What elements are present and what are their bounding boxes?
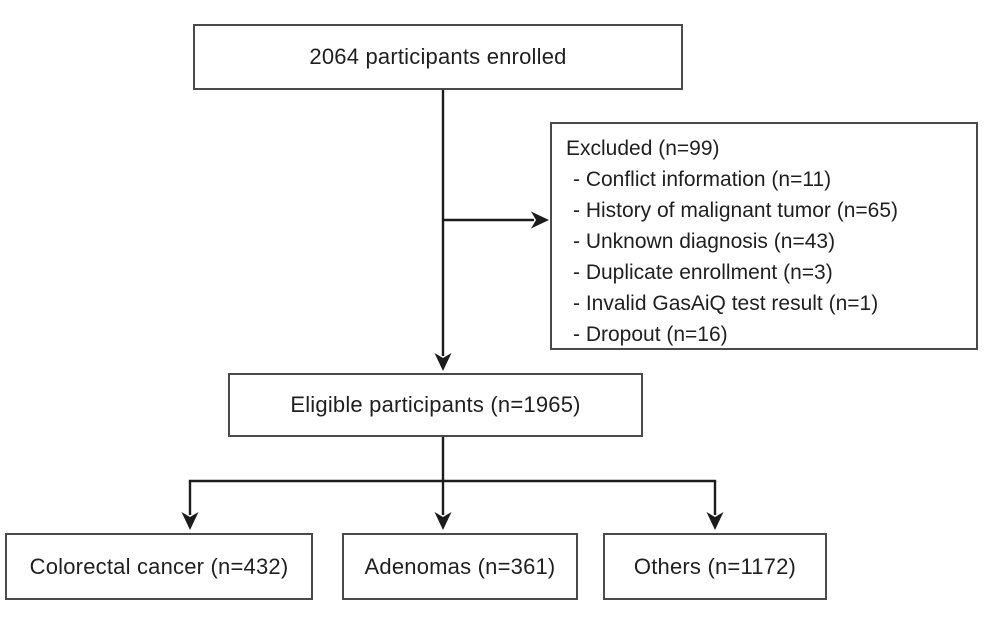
adenomas-box: Adenomas (n=361) (342, 533, 578, 600)
others-box: Others (n=1172) (603, 533, 827, 600)
arrowhead-eligible (434, 353, 452, 371)
excluded-item: - Dropout (n=16) (573, 323, 728, 346)
excluded-item: - Invalid GasAiQ test result (n=1) (573, 292, 879, 315)
enrolled-label: 2064 participants enrolled (309, 44, 567, 69)
excluded-item: - Unknown diagnosis (n=43) (573, 230, 836, 253)
arrowhead-others (706, 512, 724, 530)
enrolled-box: 2064 participants enrolled (193, 24, 683, 90)
excluded-box: Excluded (n=99) - Conflict information (… (550, 122, 978, 350)
eligible-box: Eligible participants (n=1965) (228, 373, 643, 437)
excluded-item: - Conflict information (n=11) (573, 168, 832, 191)
adenomas-label: Adenomas (n=361) (364, 553, 556, 579)
colorectal-box: Colorectal cancer (n=432) (5, 533, 313, 600)
excluded-item: - Duplicate enrollment (n=3) (573, 261, 833, 284)
eligible-label: Eligible participants (n=1965) (290, 392, 581, 417)
arrowhead-adenomas (434, 512, 452, 530)
arrowhead-colorectal (181, 512, 199, 530)
excluded-title: Excluded (n=99) (566, 137, 720, 160)
arrowhead-excluded (531, 211, 549, 229)
excluded-item: - History of malignant tumor (n=65) (573, 199, 899, 222)
others-label: Others (n=1172) (633, 553, 797, 579)
colorectal-label: Colorectal cancer (n=432) (29, 553, 289, 579)
